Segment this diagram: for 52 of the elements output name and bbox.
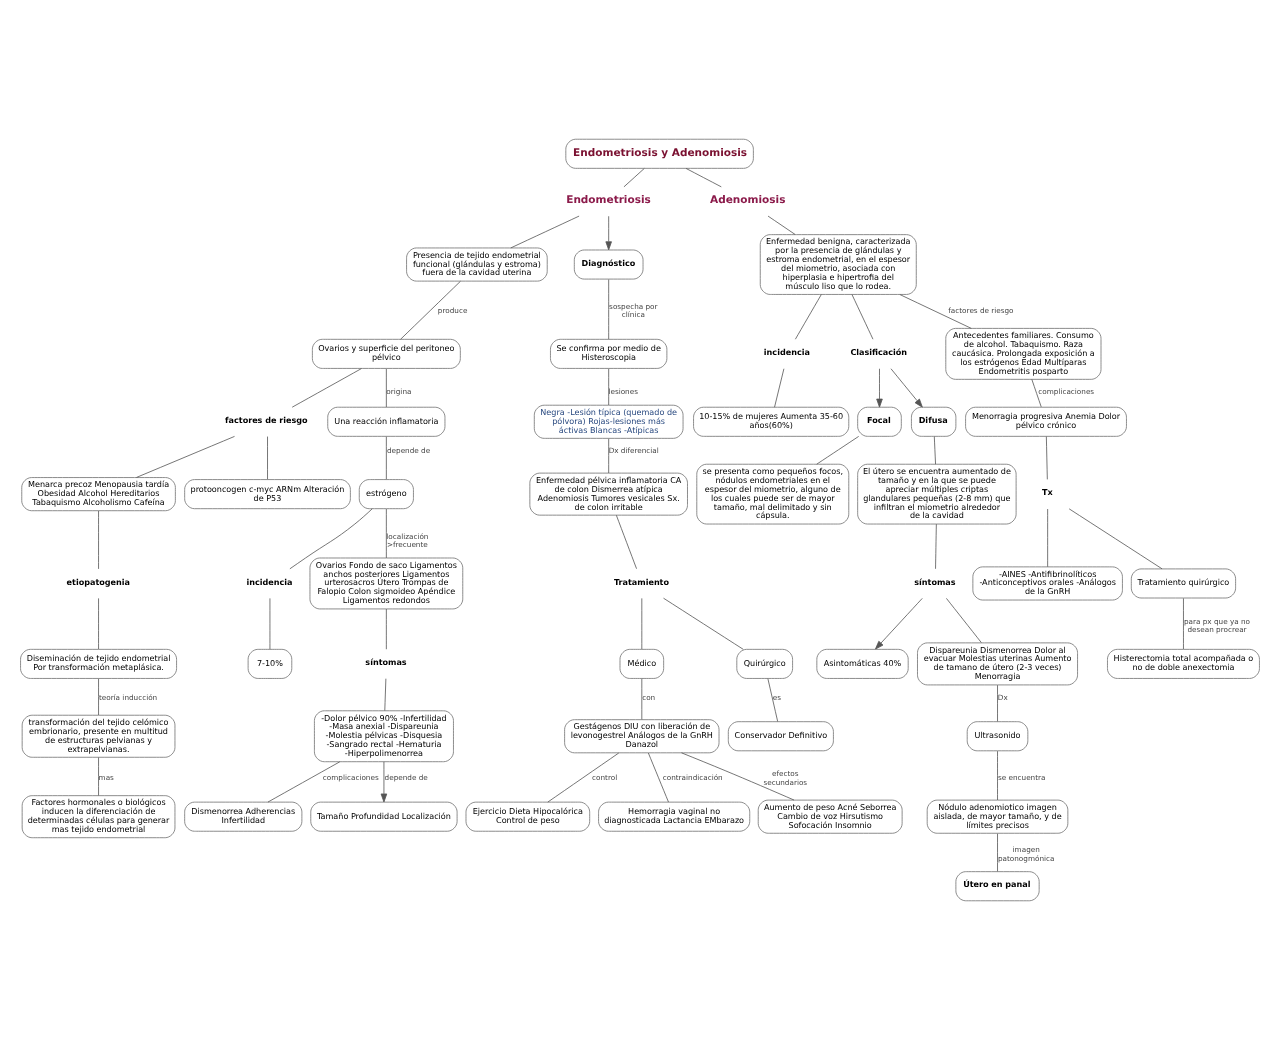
connector	[267, 760, 341, 802]
connector	[98, 596, 99, 649]
connector	[946, 596, 982, 642]
connector	[608, 367, 610, 405]
connector	[267, 435, 268, 479]
connector	[289, 507, 373, 569]
connector	[1045, 435, 1048, 479]
connector	[623, 167, 645, 187]
connector	[269, 596, 271, 649]
connector	[547, 751, 620, 802]
connector	[1183, 596, 1184, 649]
connector	[685, 167, 722, 187]
connector	[997, 832, 998, 871]
connector	[767, 214, 796, 234]
connector	[641, 677, 643, 719]
connector	[933, 435, 936, 464]
connector	[767, 677, 779, 721]
connector	[1031, 377, 1042, 407]
connector	[935, 522, 937, 569]
connector	[663, 596, 744, 649]
connector	[997, 683, 998, 721]
connector	[816, 435, 860, 464]
connector	[615, 513, 637, 569]
connector	[794, 293, 822, 339]
connector	[608, 278, 610, 339]
connector	[681, 751, 795, 800]
connector	[899, 293, 972, 328]
connector	[647, 751, 669, 802]
connector	[608, 437, 610, 473]
connector	[291, 367, 362, 407]
connector	[997, 749, 998, 800]
connector	[385, 367, 387, 407]
arrow	[875, 596, 923, 649]
connector	[510, 214, 580, 248]
arrow	[605, 214, 612, 250]
connector	[851, 293, 874, 339]
connector	[98, 509, 99, 569]
connector	[98, 677, 99, 715]
arrow	[380, 760, 388, 802]
connector	[641, 596, 643, 649]
connector	[400, 279, 461, 339]
connector	[385, 607, 387, 649]
connector	[1047, 507, 1049, 567]
connector	[385, 435, 387, 479]
connector	[1068, 507, 1163, 569]
connector	[385, 507, 387, 558]
connector	[774, 367, 785, 407]
connector	[384, 677, 387, 711]
arrow	[890, 367, 923, 407]
arrow	[876, 367, 883, 407]
connector	[136, 435, 235, 477]
connector	[98, 755, 99, 796]
